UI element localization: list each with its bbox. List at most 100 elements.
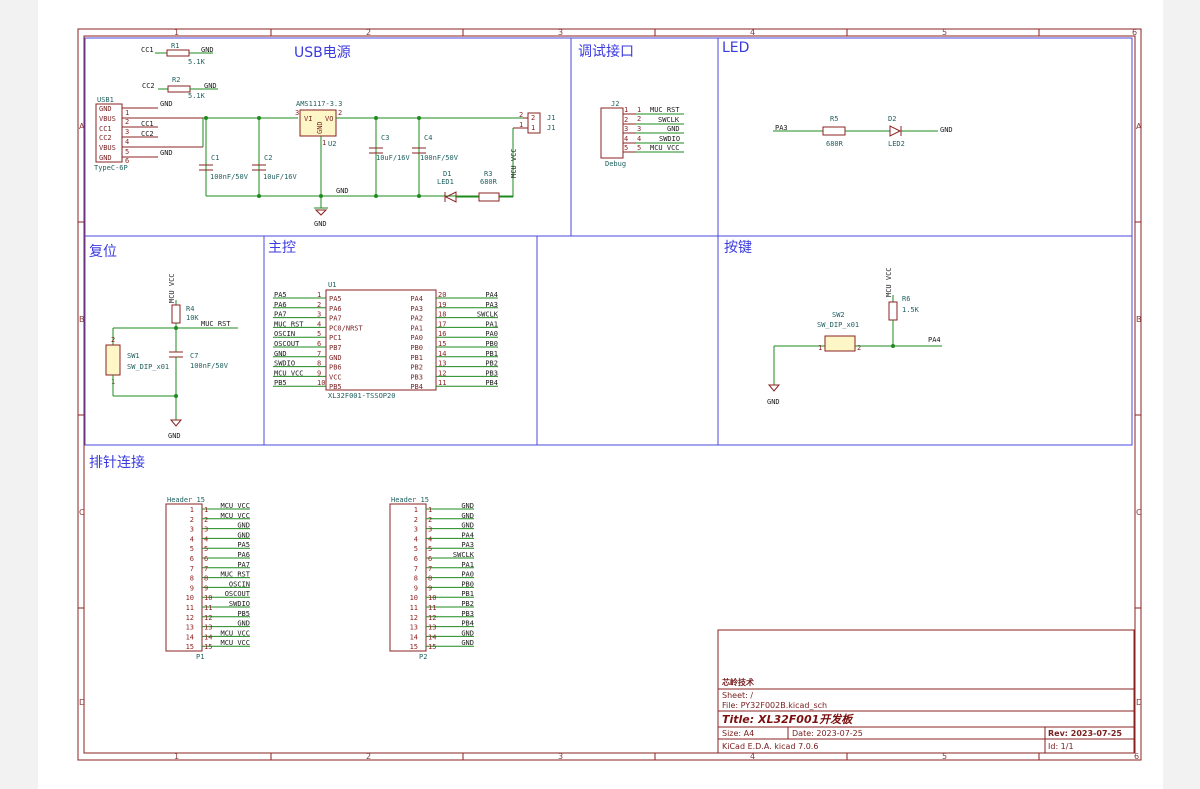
- svg-text:2: 2: [111, 336, 115, 344]
- section-title-usb: USB电源: [294, 45, 351, 61]
- mcu-right-pin-num: 13: [438, 360, 446, 368]
- mcu-right-pin-num: 11: [438, 379, 446, 387]
- mcu-left-pin-name: PA7: [329, 315, 342, 323]
- mcu-left-pin-num: 1: [317, 291, 321, 299]
- tb-sheet: Sheet: /: [722, 691, 753, 700]
- header-pin-num-outer: 8: [428, 575, 432, 583]
- val-c7: 100nF/50V: [190, 362, 229, 370]
- net-label-gnd-r2: GND: [204, 82, 217, 90]
- section-title-header: 排针连接: [89, 454, 145, 471]
- switch-sw1: [105, 344, 121, 376]
- mcu-left-pin-num: 7: [317, 350, 321, 358]
- header-pin-num-outer: 15: [204, 643, 212, 651]
- header-pin-num: 3: [414, 526, 418, 534]
- header-net: PB4: [461, 620, 474, 628]
- header-net: GND: [461, 502, 474, 510]
- header-pin-num-outer: 14: [428, 633, 436, 641]
- header-pin-num: 3: [190, 526, 194, 534]
- net-label-cc1-r1: CC1: [141, 46, 154, 54]
- mcu-left-net: MUC RST: [274, 320, 304, 328]
- mcu-left-pin-name: PB5: [329, 383, 342, 391]
- mcu-left-net: PA6: [274, 301, 287, 309]
- header-net: PB1: [461, 590, 474, 598]
- header-pin-num: 11: [186, 604, 194, 612]
- debug-net-3: GND: [667, 125, 680, 133]
- svg-text:6: 6: [125, 157, 129, 165]
- svg-text:3: 3: [295, 109, 299, 117]
- key-vcc: MCU VCC: [885, 267, 893, 297]
- mcu-left-net: GND: [274, 350, 287, 358]
- usb-typec-connector: [95, 103, 123, 163]
- mcu-right-net: PA3: [485, 301, 498, 309]
- header-pin-num: 1: [414, 506, 418, 514]
- net-label-gnd-r1: GND: [201, 46, 214, 54]
- usb-net-gnd-1: GND: [160, 100, 173, 108]
- header-net: GND: [237, 531, 250, 539]
- mcu-right-pin-name: PA4: [410, 295, 423, 303]
- val-r4: 10K: [186, 314, 199, 322]
- usb-pin-1: GND: [99, 105, 112, 113]
- header-net: PA0: [461, 571, 474, 579]
- tb-id: Id: 1/1: [1048, 742, 1074, 751]
- net-label-cc2-r2: CC2: [142, 82, 155, 90]
- col-4-top: 4: [750, 28, 755, 37]
- reset-circuit: MCU VCC R4 10K MUC RST 2 1 SW1 SW_DIP_x0…: [105, 273, 238, 440]
- header-pin-num-outer: 11: [204, 604, 212, 612]
- val-r6: 1.5K: [902, 306, 920, 314]
- header-net: GND: [461, 639, 474, 647]
- mcu-left-pin-num: 2: [317, 301, 321, 309]
- mcu-right-pin-name: PA2: [410, 315, 423, 323]
- val-u1: XL32F001-TSSOP20: [328, 392, 395, 400]
- row-b-right: B: [1136, 315, 1142, 324]
- reset-gnd-icon: [169, 419, 183, 427]
- header-net: SWCLK: [453, 551, 475, 559]
- key-net-pa4: PA4: [928, 336, 941, 344]
- key-circuit: MCU VCC R6 1.5K 1 2 SW2 SW_DIP_x01 PA4 G…: [767, 267, 942, 406]
- led-circuit: PA3 R5 680R D2 LED2 GND: [773, 115, 953, 148]
- mcu-right-net: PA4: [485, 291, 498, 299]
- header-pin-num-outer: 15: [428, 643, 436, 651]
- mcu-right-pin-name: PA3: [410, 305, 423, 313]
- header-net: PA3: [461, 541, 474, 549]
- header-net: GND: [237, 522, 250, 530]
- p2-ref: P2: [419, 653, 427, 661]
- svg-text:5: 5: [125, 148, 129, 156]
- header-net: PB5: [237, 610, 250, 618]
- col-5-top: 5: [942, 28, 947, 37]
- schematic-canvas: 1 2 3 4 5 6 1 2 3 4 5 6 A B C D A B C D …: [77, 28, 1142, 761]
- mcu-right-pin-num: 15: [438, 340, 446, 348]
- mcu-right-net: PB4: [485, 379, 498, 387]
- header-pin-num: 10: [186, 594, 194, 602]
- header-pin-num-outer: 6: [428, 555, 432, 563]
- header-pin-num-outer: 7: [428, 565, 432, 573]
- header-net: SWDIO: [229, 600, 250, 608]
- svg-text:2: 2: [338, 109, 342, 117]
- header-net: GND: [461, 629, 474, 637]
- p1-ref: P1: [196, 653, 204, 661]
- header-pin-num: 8: [414, 575, 418, 583]
- reset-vcc: MCU VCC: [168, 273, 176, 303]
- mcu-left-pin-num: 9: [317, 369, 321, 377]
- header-pin-num: 15: [410, 643, 418, 651]
- p1-name: Header_15: [167, 496, 205, 504]
- row-d-right: D: [1136, 698, 1142, 707]
- mcu-left-pin-num: 10: [317, 379, 325, 387]
- ref-d2: D2: [888, 115, 896, 123]
- mcu-left-pin-name: VCC: [329, 373, 342, 381]
- gnd-symbol-icon: [314, 209, 328, 216]
- header-pin-num: 11: [410, 604, 418, 612]
- resistor-r4: [171, 304, 181, 324]
- section-title-debug: 调试接口: [578, 43, 634, 60]
- svg-text:3: 3: [637, 125, 641, 133]
- val-r5: 680R: [826, 140, 844, 148]
- ref-r2: R2: [172, 76, 180, 84]
- header-pin-num: 7: [190, 565, 194, 573]
- header-pin-num-outer: 3: [204, 526, 208, 534]
- usb-pin-5: VBUS: [99, 144, 116, 152]
- tb-file: File: PY32F002B.kicad_sch: [722, 701, 827, 710]
- tb-size: Size: A4: [722, 729, 754, 738]
- header-pin-num: 7: [414, 565, 418, 573]
- resistor-r3: [478, 192, 500, 202]
- header-net: MCU VCC: [220, 629, 250, 637]
